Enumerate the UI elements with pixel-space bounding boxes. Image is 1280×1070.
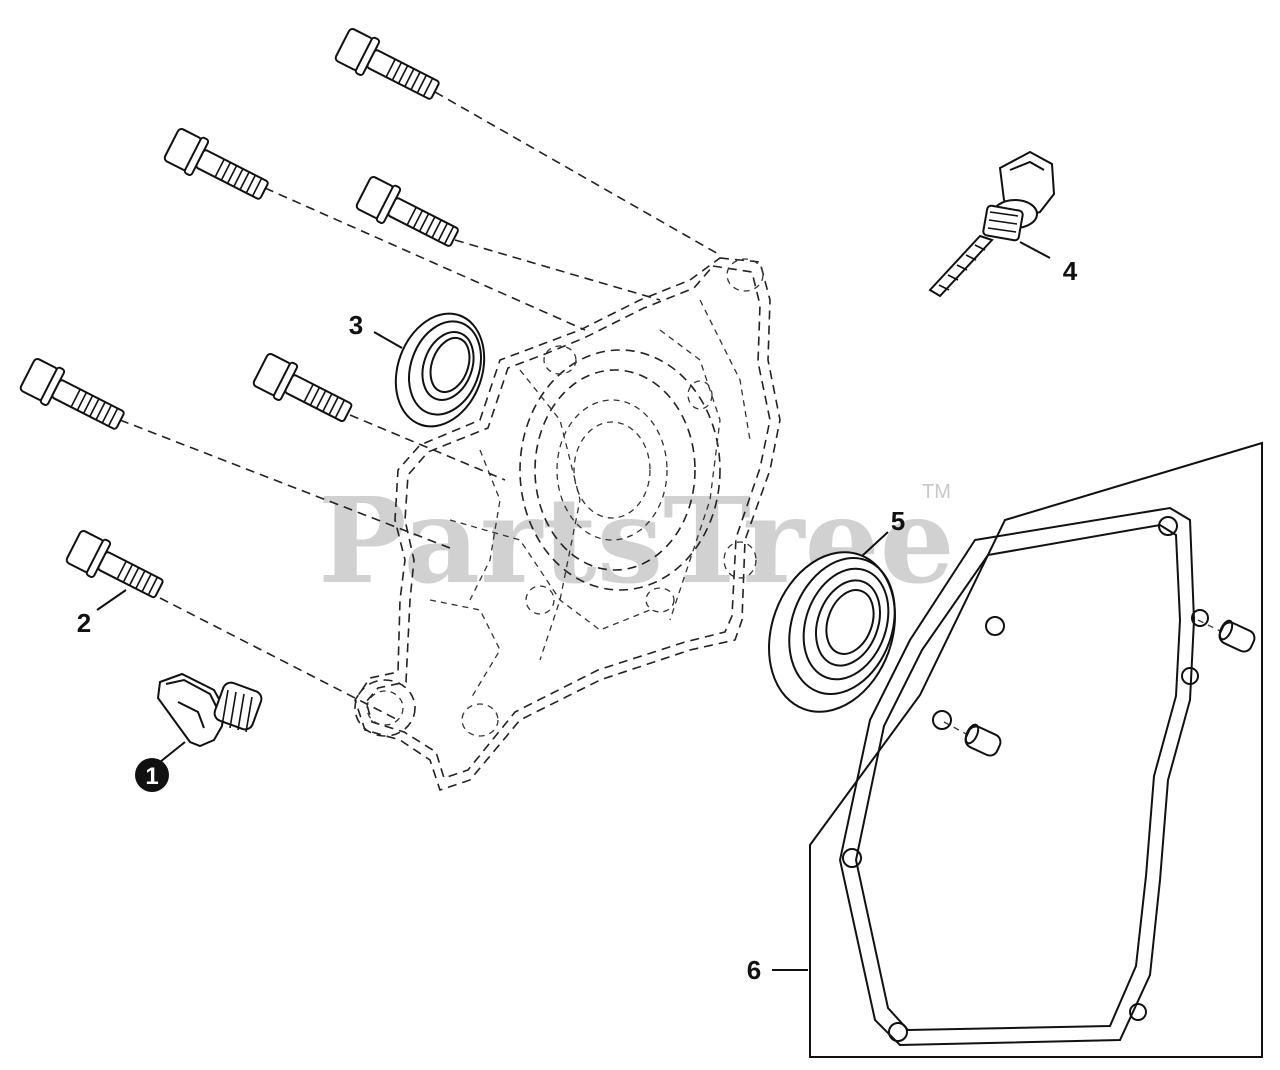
callout-2[interactable]: 2 [77,608,91,638]
bolt-middle [252,352,353,423]
crankcase-cover [354,257,781,792]
callout-1[interactable]: 1 [135,758,169,792]
bolt-lower [65,529,164,599]
dowel-pin-upper [1197,619,1256,653]
watermark-trademark: TM [922,481,951,503]
callout-3-label: 3 [349,310,363,340]
callout-4[interactable]: 4 [1063,256,1078,286]
bolt-upper-left [163,127,269,200]
gasket-panel [809,441,1263,1058]
bolt-left [19,357,125,430]
callout-1-label: 1 [145,763,158,790]
callout-2-label: 2 [77,608,91,638]
callout-4-label: 4 [1063,256,1078,286]
bolt-upper-middle [355,175,459,247]
callout-3[interactable]: 3 [349,310,363,340]
callout-5[interactable]: 5 [891,506,905,536]
callout-5-label: 5 [891,506,905,536]
ball-bearing [768,551,896,713]
callout-6-label: 6 [747,955,761,985]
assembly-leaders [119,91,721,721]
callout-leaders [96,241,1051,971]
bolt-top [334,27,440,100]
callout-6[interactable]: 6 [747,955,761,985]
dipstick [928,150,1056,298]
gasket [838,506,1209,1047]
oil-seal [394,312,486,428]
dowel-pin-lower [943,721,1002,757]
oil-fill-cap [156,672,263,748]
